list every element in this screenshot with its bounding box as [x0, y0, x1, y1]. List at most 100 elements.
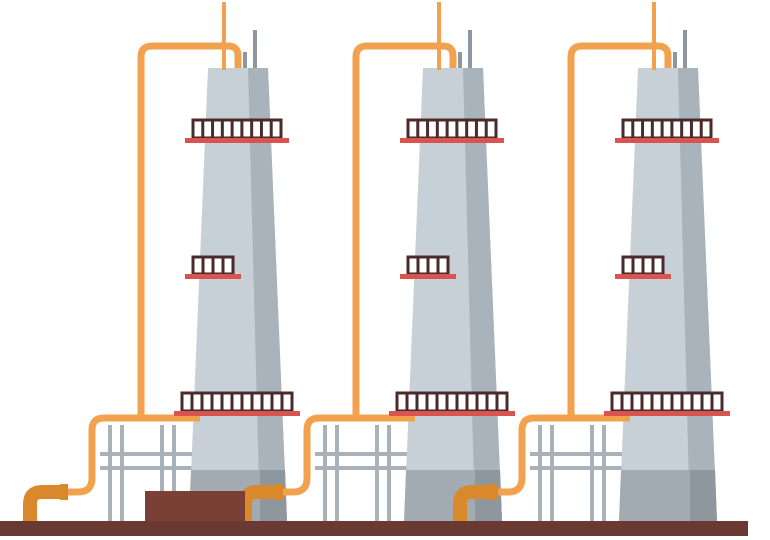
railing-post: [280, 393, 284, 411]
support-beam: [100, 466, 195, 470]
feed-pipe: [494, 414, 630, 496]
railing-post: [240, 120, 244, 138]
railing-post: [670, 393, 674, 411]
railing-post: [200, 393, 204, 411]
railing-post: [201, 120, 205, 138]
support-beam: [530, 466, 625, 470]
railing-post: [660, 393, 664, 411]
flare-pipe: [437, 2, 441, 70]
platform-ledge: [174, 411, 300, 416]
railing-post: [445, 393, 449, 411]
feed-pipe: [279, 414, 415, 496]
railing-post: [475, 393, 479, 411]
railing-post: [620, 393, 624, 411]
support-leg: [602, 425, 606, 521]
ground-strip: [0, 521, 748, 536]
railing-post: [425, 393, 429, 411]
railing-post: [221, 257, 225, 274]
antenna: [458, 52, 462, 70]
railing-frame: [406, 118, 498, 140]
railing-post: [405, 393, 409, 411]
railing-frame: [610, 391, 724, 413]
flare-pipe: [222, 2, 226, 70]
support-leg: [375, 425, 379, 521]
railing-post: [680, 393, 684, 411]
feed-pipe: [64, 414, 200, 496]
support-leg: [387, 425, 391, 521]
tower-3: [453, 2, 730, 522]
railing-post: [650, 120, 654, 138]
platform-ledge: [389, 411, 515, 416]
support-leg: [160, 425, 164, 521]
railing-post: [641, 120, 645, 138]
support-leg: [323, 425, 327, 521]
outlet-elbow: [453, 485, 496, 521]
railing-post: [485, 393, 489, 411]
railing-post: [426, 120, 430, 138]
railing-post: [641, 257, 645, 274]
railing-post: [650, 393, 654, 411]
railing-post: [680, 120, 684, 138]
tower-2: [238, 2, 515, 522]
railing-post: [190, 393, 194, 411]
support-leg: [335, 425, 339, 521]
railing-post: [230, 393, 234, 411]
railing-frame: [180, 391, 294, 413]
railing-post: [690, 393, 694, 411]
railing-post: [240, 393, 244, 411]
railing-post: [416, 257, 420, 274]
railing-post: [660, 120, 664, 138]
railing-post: [699, 120, 703, 138]
antenna: [673, 52, 677, 70]
outlet-flange: [275, 484, 283, 500]
platform-ledge: [185, 274, 241, 279]
platform-ledge: [400, 138, 504, 143]
antenna: [468, 30, 472, 70]
support-leg: [538, 425, 542, 521]
railing-post: [250, 393, 254, 411]
railing-post: [270, 393, 274, 411]
platform-ledge: [400, 274, 456, 279]
support-leg: [120, 425, 124, 521]
towers-group: [23, 2, 730, 522]
railing-post: [640, 393, 644, 411]
support-leg: [172, 425, 176, 521]
railing-post: [230, 120, 234, 138]
railing-post: [269, 120, 273, 138]
support-beam: [100, 452, 195, 456]
support-beam: [315, 466, 410, 470]
support-leg: [108, 425, 112, 521]
support-beam: [315, 452, 410, 456]
railing-frame: [191, 118, 283, 140]
outlet-elbow: [238, 485, 281, 521]
railing-post: [445, 120, 449, 138]
platform-ledge: [604, 411, 730, 416]
railing-post: [651, 257, 655, 274]
railing-post: [631, 120, 635, 138]
railing-post: [435, 393, 439, 411]
antenna: [683, 30, 687, 70]
railing-post: [220, 120, 224, 138]
platform-ledge: [185, 138, 289, 143]
railing-post: [220, 393, 224, 411]
railing-post: [700, 393, 704, 411]
tower-base-shade: [690, 470, 717, 522]
railing-post: [211, 120, 215, 138]
railing-post: [415, 393, 419, 411]
railing-post: [211, 257, 215, 274]
flare-pipe: [652, 2, 656, 70]
support-beam: [530, 452, 625, 456]
outlet-elbow: [23, 485, 66, 521]
railing-frame: [395, 391, 509, 413]
support-leg: [550, 425, 554, 521]
railing-post: [670, 120, 674, 138]
railing-post: [465, 393, 469, 411]
railing-post: [495, 393, 499, 411]
platform-ledge: [615, 138, 719, 143]
railing-post: [710, 393, 714, 411]
railing-post: [455, 120, 459, 138]
railing-post: [260, 393, 264, 411]
railing-post: [465, 120, 469, 138]
railing-post: [210, 393, 214, 411]
